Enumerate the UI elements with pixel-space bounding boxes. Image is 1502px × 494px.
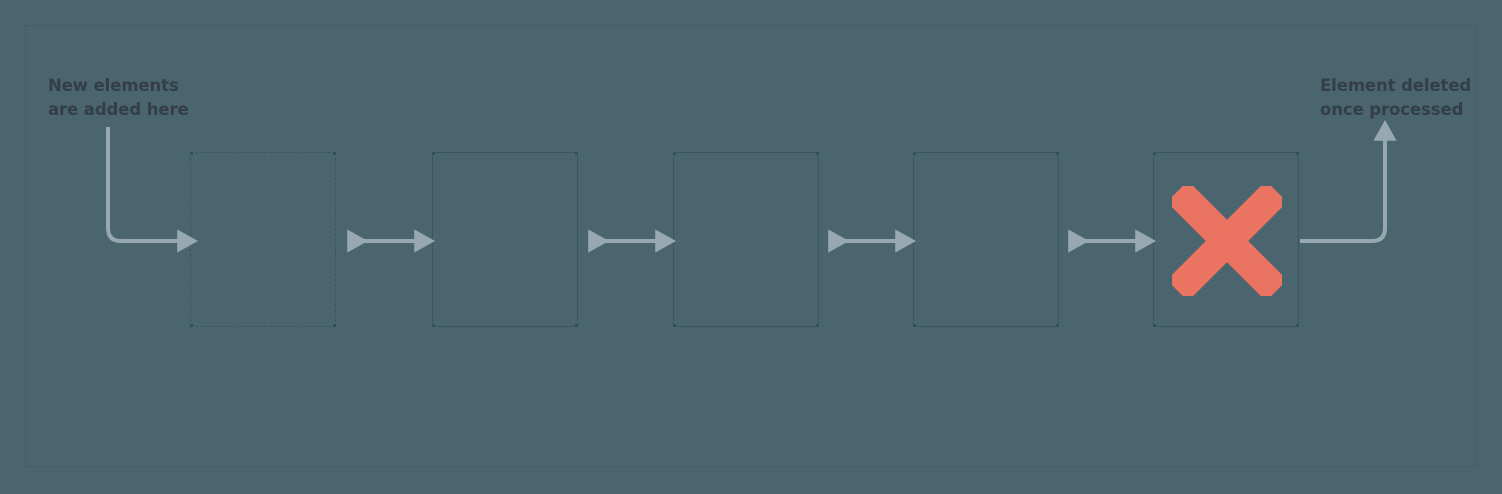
- corner-marker: [816, 152, 819, 155]
- x-mark-icon: [1172, 186, 1282, 296]
- corner-marker: [333, 324, 336, 327]
- corner-marker: [333, 152, 336, 155]
- queue-slot-3[interactable]: [673, 152, 819, 327]
- corner-marker: [913, 152, 916, 155]
- corner-marker: [190, 152, 193, 155]
- corner-marker: [673, 152, 676, 155]
- corner-marker: [1296, 152, 1299, 155]
- corner-marker: [432, 324, 435, 327]
- corner-marker: [816, 324, 819, 327]
- dequeue-label: Element deleted once processed: [1320, 76, 1472, 119]
- queue-slot-1[interactable]: [190, 152, 336, 327]
- corner-marker: [190, 324, 193, 327]
- corner-marker: [913, 324, 916, 327]
- corner-marker: [1153, 152, 1156, 155]
- corner-marker: [1056, 152, 1059, 155]
- corner-marker: [432, 152, 435, 155]
- queue-slot-2[interactable]: [432, 152, 578, 327]
- corner-marker: [1296, 324, 1299, 327]
- queue-container-frame: [25, 25, 1477, 467]
- corner-marker: [1153, 324, 1156, 327]
- corner-marker: [575, 324, 578, 327]
- corner-marker: [575, 152, 578, 155]
- corner-marker: [673, 324, 676, 327]
- corner-marker: [1056, 324, 1059, 327]
- queue-slot-4[interactable]: [913, 152, 1059, 327]
- enqueue-label: New elements are added here: [48, 76, 189, 119]
